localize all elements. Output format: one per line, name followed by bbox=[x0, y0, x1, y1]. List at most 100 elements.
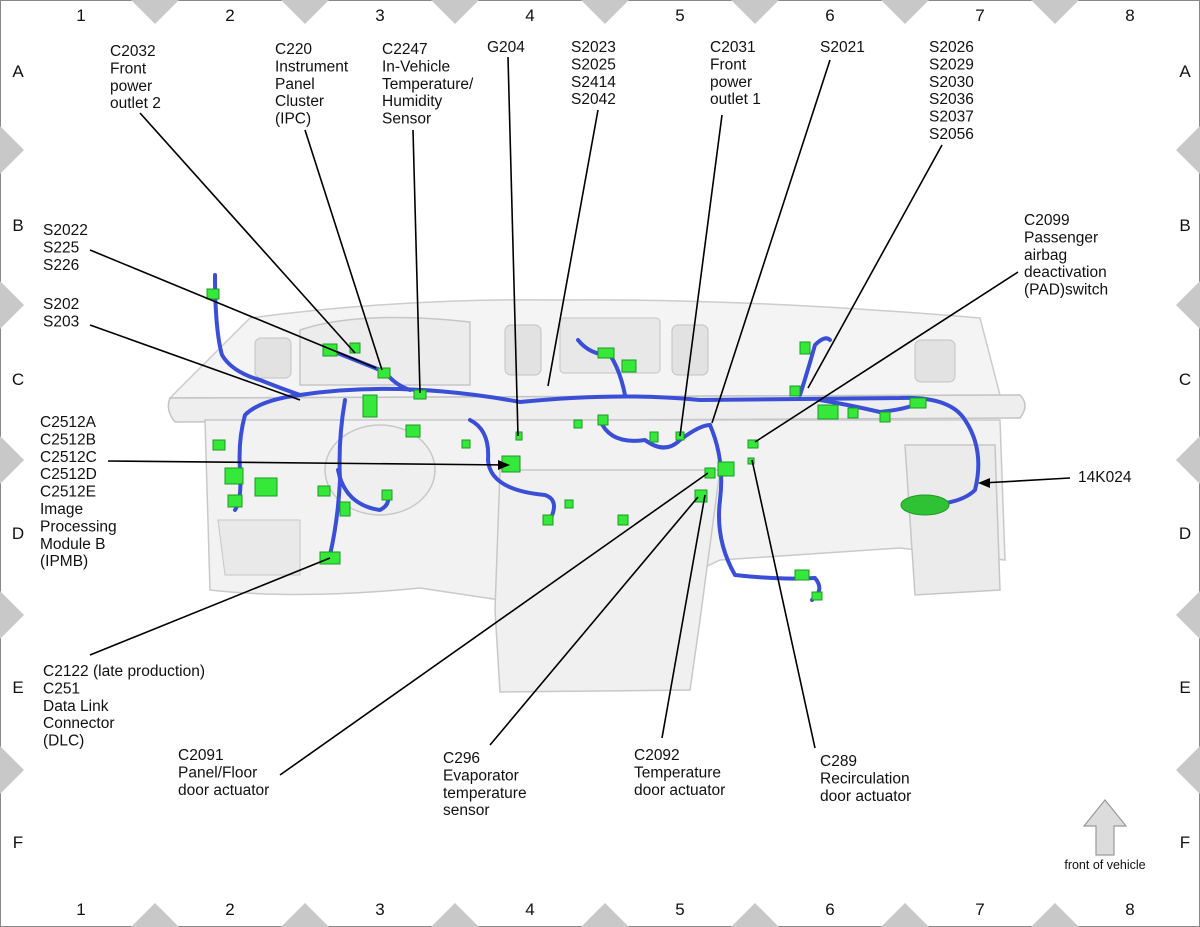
grid-column-label: 7 bbox=[975, 6, 984, 25]
callout-line: Humidity bbox=[382, 93, 443, 110]
callout-line: S2022 bbox=[43, 222, 88, 239]
leader-s2021 bbox=[711, 59, 831, 424]
callout-line: G204 bbox=[487, 39, 525, 56]
callout-line: door actuator bbox=[634, 782, 725, 799]
callout-line: door actuator bbox=[820, 788, 911, 805]
grid-row-label: D bbox=[1179, 524, 1191, 543]
frame-marker-left bbox=[0, 746, 24, 794]
callout-line: S225 bbox=[43, 239, 79, 256]
callout-line: S2036 bbox=[929, 91, 974, 108]
center-console bbox=[494, 469, 721, 693]
connector bbox=[564, 499, 574, 509]
leader-c289 bbox=[751, 459, 816, 749]
callout-line: power bbox=[110, 78, 152, 95]
arrowhead-c2512 bbox=[498, 460, 510, 470]
vent-left bbox=[254, 337, 292, 379]
vent-center-right bbox=[671, 324, 709, 376]
callout-line: S2021 bbox=[820, 39, 865, 56]
frame-marker-top bbox=[731, 0, 779, 24]
grid-column-label: 3 bbox=[375, 6, 384, 25]
grid-column-label: 1 bbox=[76, 6, 85, 25]
grid-row-label: C bbox=[1179, 370, 1191, 389]
callout-line: Processing bbox=[40, 518, 117, 535]
callout-line: Panel bbox=[275, 76, 315, 93]
grid-row-label: E bbox=[12, 678, 23, 697]
grid-row-label: B bbox=[1179, 216, 1190, 235]
frame-marker-bottom bbox=[581, 903, 629, 927]
grid-row-label: E bbox=[1179, 678, 1190, 697]
callout-line: S2414 bbox=[571, 74, 616, 91]
grid-row-label: F bbox=[13, 833, 23, 852]
callout-line: power bbox=[710, 74, 752, 91]
harness-right-upper bbox=[798, 336, 832, 397]
callout-line: (IPMB) bbox=[40, 553, 88, 570]
callout-line: Data Link bbox=[43, 698, 109, 715]
cluster-hood bbox=[299, 316, 471, 386]
leader-s2022 bbox=[89, 249, 377, 369]
grid-column-label: 4 bbox=[525, 900, 534, 919]
frame-marker-top bbox=[581, 0, 629, 24]
grid-column-label: 4 bbox=[525, 6, 534, 25]
callout-line: (PAD)switch bbox=[1024, 282, 1108, 299]
callout-line: C2512B bbox=[40, 431, 96, 448]
grid-column-label: 8 bbox=[1125, 6, 1134, 25]
callout-line: C220 bbox=[275, 41, 312, 58]
connector bbox=[879, 411, 891, 423]
frame-marker-right bbox=[1176, 126, 1200, 174]
connector bbox=[597, 414, 609, 426]
callout-line: Temperature/ bbox=[382, 76, 474, 93]
callout-line: temperature bbox=[443, 785, 527, 802]
front-of-vehicle-indicator: front of vehicle bbox=[1064, 799, 1146, 872]
vent-center-left bbox=[504, 324, 542, 376]
grid-column-label: 6 bbox=[825, 900, 834, 919]
frame-marker-left bbox=[0, 591, 24, 639]
callout-line: Front bbox=[710, 56, 747, 73]
callout-line: (DLC) bbox=[43, 733, 84, 750]
frame-marker-right bbox=[1176, 746, 1200, 794]
callout-line: S2037 bbox=[929, 109, 974, 126]
grid-column-label: 5 bbox=[675, 6, 684, 25]
grid-column-label: 2 bbox=[225, 900, 234, 919]
grid-row-label: B bbox=[12, 216, 23, 235]
callout-line: door actuator bbox=[178, 782, 269, 799]
callout-line: S2030 bbox=[929, 74, 974, 91]
callout-line: Passenger bbox=[1024, 229, 1098, 246]
harness-dlc-branch bbox=[336, 468, 391, 512]
connector bbox=[621, 359, 637, 373]
connector bbox=[224, 467, 244, 485]
frame-marker-left bbox=[0, 436, 24, 484]
callout-line: 14K024 bbox=[1078, 469, 1132, 486]
callout-k14024: 14K024 bbox=[1078, 469, 1132, 486]
connectors bbox=[206, 288, 950, 601]
callout-line: C289 bbox=[820, 753, 857, 770]
connector bbox=[649, 431, 659, 443]
connector bbox=[212, 439, 226, 451]
callout-line: Cluster bbox=[275, 93, 324, 110]
callout-line: Front bbox=[110, 60, 147, 77]
grid-column-label: 8 bbox=[1125, 900, 1134, 919]
leader-c2032 bbox=[139, 112, 356, 354]
frame-marker-bottom bbox=[1031, 903, 1079, 927]
frame-marker-bottom bbox=[881, 903, 929, 927]
callout-line: C2031 bbox=[710, 39, 756, 56]
connector bbox=[747, 457, 755, 465]
glovebox bbox=[904, 444, 1001, 596]
leader-g204 bbox=[507, 56, 519, 437]
callout-line: C296 bbox=[443, 750, 480, 767]
callout-s2021: S2021 bbox=[820, 39, 865, 56]
frame-marker-top bbox=[881, 0, 929, 24]
callout-line: C2247 bbox=[382, 41, 428, 58]
callout-line: C2092 bbox=[634, 747, 680, 764]
connector bbox=[747, 439, 759, 449]
harness-upper-left bbox=[213, 273, 302, 397]
connector bbox=[377, 367, 391, 379]
grid-column-label: 5 bbox=[675, 900, 684, 919]
